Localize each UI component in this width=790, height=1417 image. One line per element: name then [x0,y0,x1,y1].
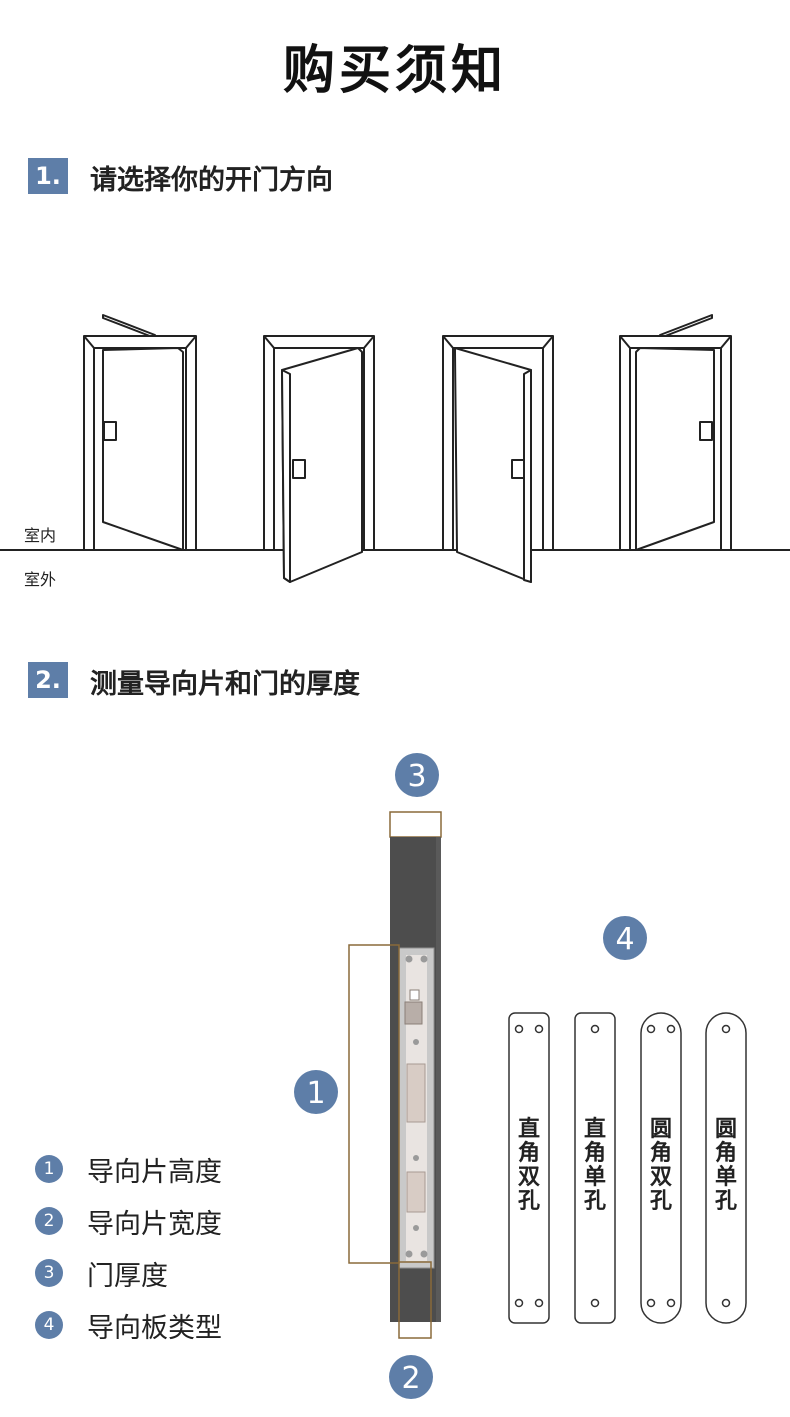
marker-3-label: 3 [407,759,426,794]
legend-text: 导向片宽度 [87,1209,222,1240]
guide-plate-height-bracket [348,944,400,1264]
plate-label-3: 圆角双孔 [649,1117,672,1214]
legend-number: 2 [35,1207,63,1235]
door-handle [292,459,306,479]
marker-2-label: 2 [401,1361,420,1396]
plate-label-4: 圆角单孔 [714,1117,737,1214]
legend-text: 导向片高度 [87,1157,222,1188]
legend-item-3: 3 门厚度 [35,1256,335,1292]
section-2-heading: 测量导向片和门的厚度 [90,669,360,700]
plate-round-double [640,1012,682,1324]
guide-plate-diagram: 3 1 2 4 [294,753,747,1399]
marker-1-label: 1 [306,1076,325,1111]
legend-item-4: 4 导向板类型 [35,1308,335,1344]
plate-square-double [508,1012,550,1324]
plate-square-single [574,1012,616,1324]
legend-text: 导向板类型 [87,1313,222,1344]
outside-label: 室外 [24,570,57,589]
door-thickness-box [389,811,442,838]
marker-2 [389,1355,433,1399]
plate-round-single [705,1012,747,1324]
guide-plate-width-box [398,1261,432,1339]
marker-4 [603,916,647,960]
section-2-number: 2. [28,662,68,698]
legend-item-1: 1 导向片高度 [35,1152,335,1188]
legend-number: 3 [35,1259,63,1287]
door-option-3 [442,335,554,583]
marker-3 [395,753,439,797]
page-title: 购买须知 [282,41,507,101]
door-option-1 [83,314,197,551]
legend-number: 1 [35,1155,63,1183]
door-option-4 [619,314,732,551]
marker-4-label: 4 [615,922,634,957]
door-handle [103,421,117,441]
legend-item-2: 2 导向片宽度 [35,1204,335,1240]
plate-label-2: 直角单孔 [583,1117,606,1214]
door-handle [511,459,525,479]
door-handle [699,421,713,441]
legend-text: 门厚度 [87,1261,168,1292]
plate-label-1: 直角双孔 [517,1117,540,1214]
section-1-heading: 请选择你的开门方向 [90,165,333,196]
section-1-number: 1. [28,158,68,194]
inside-label: 室内 [24,526,57,545]
legend-number: 4 [35,1311,63,1339]
marker-1 [294,1070,338,1114]
door-direction-illustration [0,314,790,583]
door-option-2 [263,335,375,583]
